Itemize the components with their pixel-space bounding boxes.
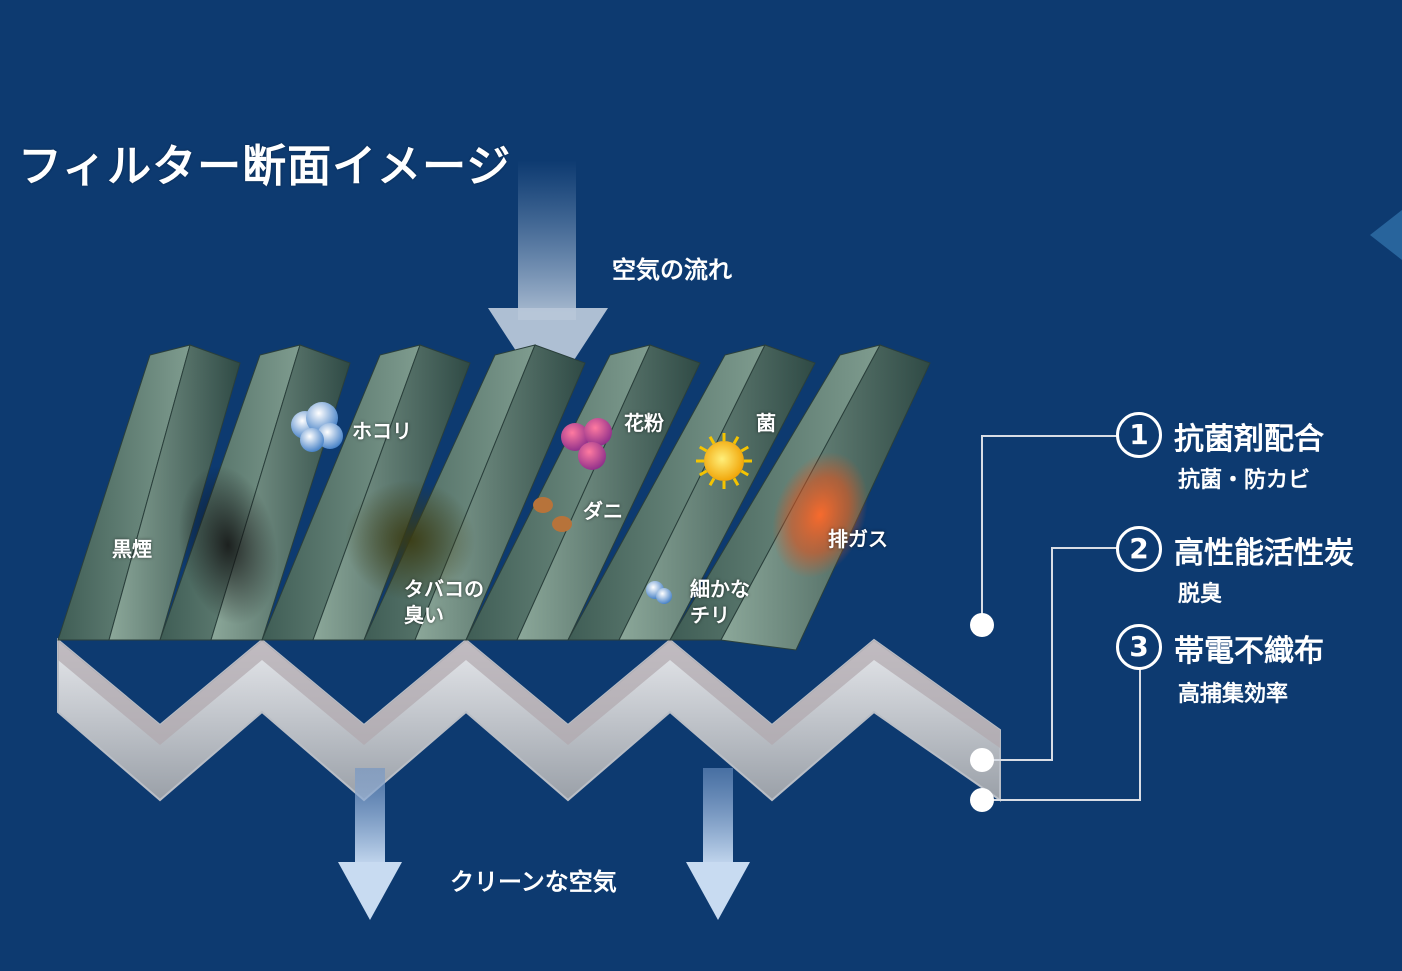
layer-1-sub: 抗菌・防カビ xyxy=(1178,468,1311,493)
tobacco-label-line1: タバコの xyxy=(404,577,484,601)
dust-label: ホコリ xyxy=(352,419,412,443)
layer-1-marker xyxy=(970,613,994,637)
nav-arrow-icon[interactable] xyxy=(1370,210,1402,260)
sun-ray xyxy=(740,445,749,453)
sun-ray xyxy=(699,469,708,477)
air-flow-label: 空気の流れ xyxy=(612,256,732,284)
page-title: フィルター断面イメージ xyxy=(18,141,512,192)
layer-1-name: 抗菌剤配合 xyxy=(1174,422,1324,457)
arrow-down-icon xyxy=(686,768,750,920)
tobacco-label: タバコの 臭い xyxy=(404,576,484,628)
exhaust-label: 排ガス xyxy=(828,527,888,551)
mite-icon xyxy=(533,497,572,532)
fine-dust-label-line1: 細かな xyxy=(690,577,750,601)
layer-3-name: 帯電不織布 xyxy=(1174,634,1324,669)
soot-smoke-icon xyxy=(178,465,278,625)
clean-air-label: クリーンな空気 xyxy=(450,868,617,896)
leader-lines xyxy=(981,435,1141,801)
layer-3-number: 3 xyxy=(1116,624,1162,670)
fine-dust-icon xyxy=(646,581,672,604)
sun-ray xyxy=(699,445,708,453)
layer-3-marker xyxy=(970,788,994,812)
mite-label: ダニ xyxy=(583,499,623,523)
exhaust-icon xyxy=(772,452,868,578)
pollen-label: 花粉 xyxy=(624,411,664,435)
carbon-layer-edge xyxy=(58,640,1000,748)
fine-dust-label-line2: チリ xyxy=(690,603,730,627)
sun-ray xyxy=(708,436,716,445)
fine-dust-label: 細かな チリ xyxy=(690,576,750,628)
sun-ray xyxy=(732,436,740,445)
layer-2-sub: 脱臭 xyxy=(1178,582,1223,607)
tobacco-label-line2: 臭い xyxy=(404,603,444,627)
tobacco-smoke-icon xyxy=(345,480,475,600)
sun-bacteria-icon xyxy=(696,433,752,489)
layer-2-number: 2 xyxy=(1116,526,1162,572)
sun-ray xyxy=(732,477,740,486)
cloud-dust-icon xyxy=(291,402,343,452)
layer-1-number: 1 xyxy=(1116,412,1162,458)
layer-2-marker xyxy=(970,748,994,772)
sun-ray xyxy=(740,469,749,477)
layer-3-sub: 高捕集効率 xyxy=(1178,682,1289,707)
bacteria-label: 菌 xyxy=(756,411,776,435)
sun-ray xyxy=(708,477,716,486)
soot-label: 黒煙 xyxy=(112,537,152,561)
layer-2-name: 高性能活性炭 xyxy=(1174,536,1354,571)
arrow-down-icon xyxy=(338,768,402,920)
pollen-icon xyxy=(561,418,612,470)
